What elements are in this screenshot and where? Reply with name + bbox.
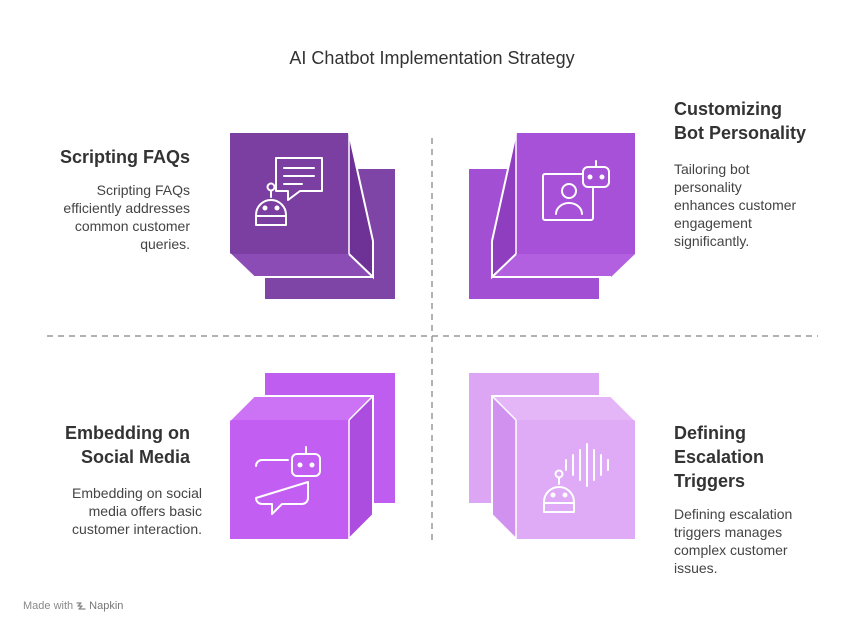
made-with-napkin-footer[interactable]: Made with Napkin [23, 600, 123, 612]
chat-bubble-bot-icon [255, 446, 321, 515]
chatbot-faq-icon [255, 157, 323, 226]
voice-bot-icon [543, 443, 609, 513]
quadrant-social-media-block [229, 373, 395, 540]
quadrant-heading-social-media: Embedding on Social Media [65, 423, 190, 467]
footer-prefix: Made with [23, 600, 74, 612]
quadrant-scripting-faqs-block [229, 132, 395, 299]
quadrant-bot-personality-block [469, 132, 635, 299]
quadrant-description-scripting-faqs: Scripting FAQs efficiently addresses com… [63, 182, 190, 252]
footer-brand: Napkin [89, 600, 124, 612]
quadrant-heading-escalation-triggers: Defining Escalation Triggers [674, 423, 765, 491]
quadrant-description-escalation-triggers: Defining escalation triggers manages com… [674, 506, 793, 576]
quadrant-description-social-media: Embedding on social media offers basic c… [72, 485, 202, 537]
quadrant-heading-bot-personality: Customizing Bot Personality [674, 99, 807, 143]
quadrant-escalation-triggers-block [469, 373, 636, 540]
quadrant-description-bot-personality: Tailoring bot personality enhances custo… [674, 161, 797, 249]
napkin-logo-icon [76, 602, 86, 610]
bot-profile-icon [542, 160, 610, 221]
diagram-title: AI Chatbot Implementation Strategy [289, 48, 575, 68]
quadrant-heading-scripting-faqs: Scripting FAQs [59, 147, 190, 167]
